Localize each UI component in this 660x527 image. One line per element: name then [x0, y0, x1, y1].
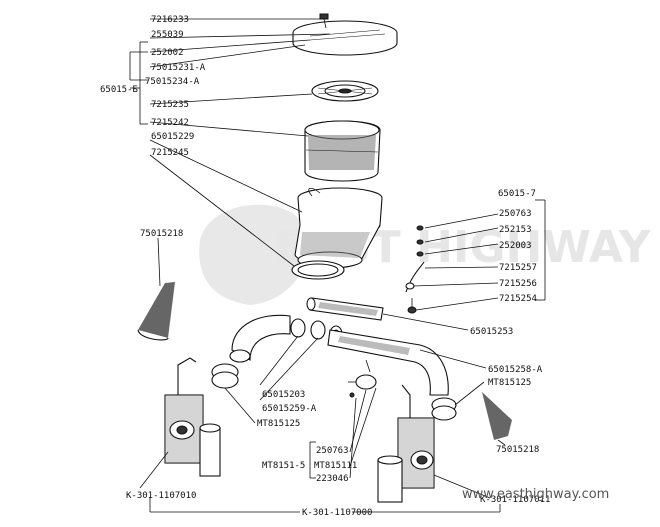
- label-252003: 252003: [499, 241, 532, 251]
- sealing-ring: [291, 260, 345, 280]
- label-223046: 223046: [316, 474, 349, 484]
- left-elbow-hose: [211, 314, 291, 389]
- label-k301-1107011: К-301-1107011: [480, 495, 550, 505]
- label-252002: 252002: [151, 48, 184, 58]
- label-255039: 255039: [151, 30, 184, 40]
- label-250763-right: 250763: [499, 209, 532, 219]
- label-mt8151-5: МТ8151-5: [262, 461, 305, 471]
- label-7215254: 7215254: [499, 294, 537, 304]
- label-75015218-left: 75015218: [140, 229, 183, 239]
- label-65015203: 65015203: [262, 390, 305, 400]
- label-7215257: 7215257: [499, 263, 537, 273]
- label-7215245: 7215245: [151, 148, 189, 158]
- label-mt815125-left: МТ815125: [257, 419, 300, 429]
- label-65015b: 65015-Б: [100, 85, 138, 95]
- label-k301-1107010: К-301-1107010: [126, 491, 196, 501]
- label-mt815111: МТ815111: [314, 461, 357, 471]
- right-carburetor: [377, 384, 435, 503]
- label-7215256: 7215256: [499, 279, 537, 289]
- label-65015229: 65015229: [151, 132, 194, 142]
- intake-tube: [306, 297, 384, 321]
- label-65015258a: 65015258-А: [488, 365, 543, 375]
- filter-element: [304, 120, 381, 182]
- label-7215242: 7215242: [151, 118, 189, 128]
- label-250763-bottom: 250763: [316, 446, 349, 456]
- filter-disc: [311, 80, 379, 102]
- right-pipe: [327, 329, 457, 421]
- label-75015231a: 75015231-А: [151, 63, 206, 73]
- left-carburetor: [164, 357, 221, 477]
- label-7216233: 7216233: [151, 15, 189, 25]
- label-mt815125-right: МТ815125: [488, 378, 531, 388]
- label-k301-1107000: К-301-1107000: [302, 508, 372, 518]
- clamp-hardware: [348, 359, 377, 398]
- label-65015259a: 65015259-А: [262, 404, 317, 414]
- label-65015253: 65015253: [470, 327, 513, 337]
- label-75015234a: 75015234-А: [145, 77, 200, 87]
- label-65015-7: 65015-7: [498, 189, 536, 199]
- right-cone-filter: [482, 392, 512, 440]
- leader-lines: [129, 18, 546, 513]
- label-7215235: 7215235: [151, 100, 189, 110]
- left-cone-filter: [137, 282, 175, 341]
- part-labels: 7216233 255039 252002 75015231-А 7501523…: [100, 15, 550, 518]
- watermark: EAST HIGHWAY: [199, 204, 652, 305]
- small-hardware-stack: [405, 225, 425, 314]
- air-cleaner-cover: [292, 13, 398, 56]
- footer-url: www.easthighway.com: [462, 487, 609, 502]
- label-252153: 252153: [499, 225, 532, 235]
- label-75015218-right: 75015218: [496, 445, 539, 455]
